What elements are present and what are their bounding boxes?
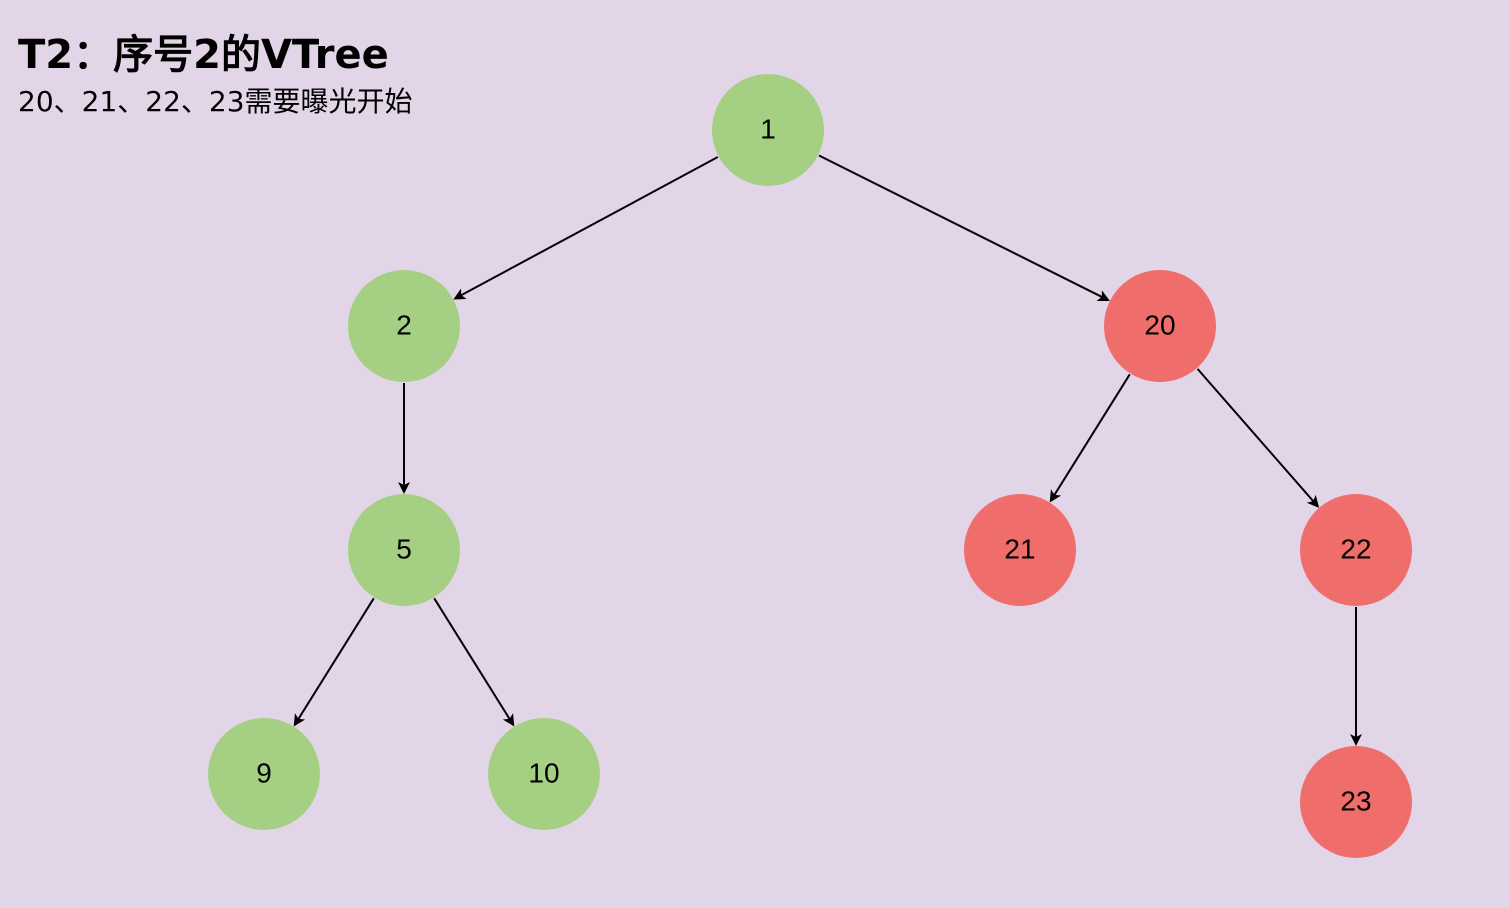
diagram-subtitle: 20、21、22、23需要曝光开始 — [18, 85, 413, 118]
tree-node-5: 5 — [348, 494, 460, 606]
tree-node-10: 10 — [488, 718, 600, 830]
tree-node-22: 22 — [1300, 494, 1412, 606]
node-label: 21 — [1004, 533, 1035, 564]
node-circle — [348, 494, 460, 606]
edge-n20-n21 — [1049, 373, 1131, 503]
node-label: 1 — [760, 113, 776, 144]
node-circle — [348, 270, 460, 382]
tree-node-20: 20 — [1104, 270, 1216, 382]
node-label: 9 — [256, 757, 272, 788]
node-circle — [488, 718, 600, 830]
node-label: 2 — [396, 309, 412, 340]
node-circle — [1300, 494, 1412, 606]
diagram-title: T2：序号2的VTree — [18, 32, 389, 78]
node-label: 10 — [528, 757, 559, 788]
edges-layer — [293, 154, 1362, 746]
node-circle — [1300, 746, 1412, 858]
tree-node-2: 2 — [348, 270, 460, 382]
tree-node-9: 9 — [208, 718, 320, 830]
node-circle — [1104, 270, 1216, 382]
node-label: 23 — [1340, 785, 1371, 816]
edge-n20-n22 — [1196, 368, 1320, 508]
node-circle — [712, 74, 824, 186]
edge-n5-n9 — [293, 597, 375, 727]
edge-n1-n2 — [453, 156, 719, 300]
edge-n1-n20 — [818, 154, 1110, 301]
edge-n5-n10 — [433, 597, 515, 727]
node-circle — [208, 718, 320, 830]
node-label: 5 — [396, 533, 412, 564]
tree-node-23: 23 — [1300, 746, 1412, 858]
nodes-layer: 1 2 20 5 21 22 9 10 23 — [208, 74, 1412, 858]
node-label: 20 — [1144, 309, 1175, 340]
node-circle — [964, 494, 1076, 606]
node-label: 22 — [1340, 533, 1371, 564]
tree-node-21: 21 — [964, 494, 1076, 606]
tree-node-1: 1 — [712, 74, 824, 186]
